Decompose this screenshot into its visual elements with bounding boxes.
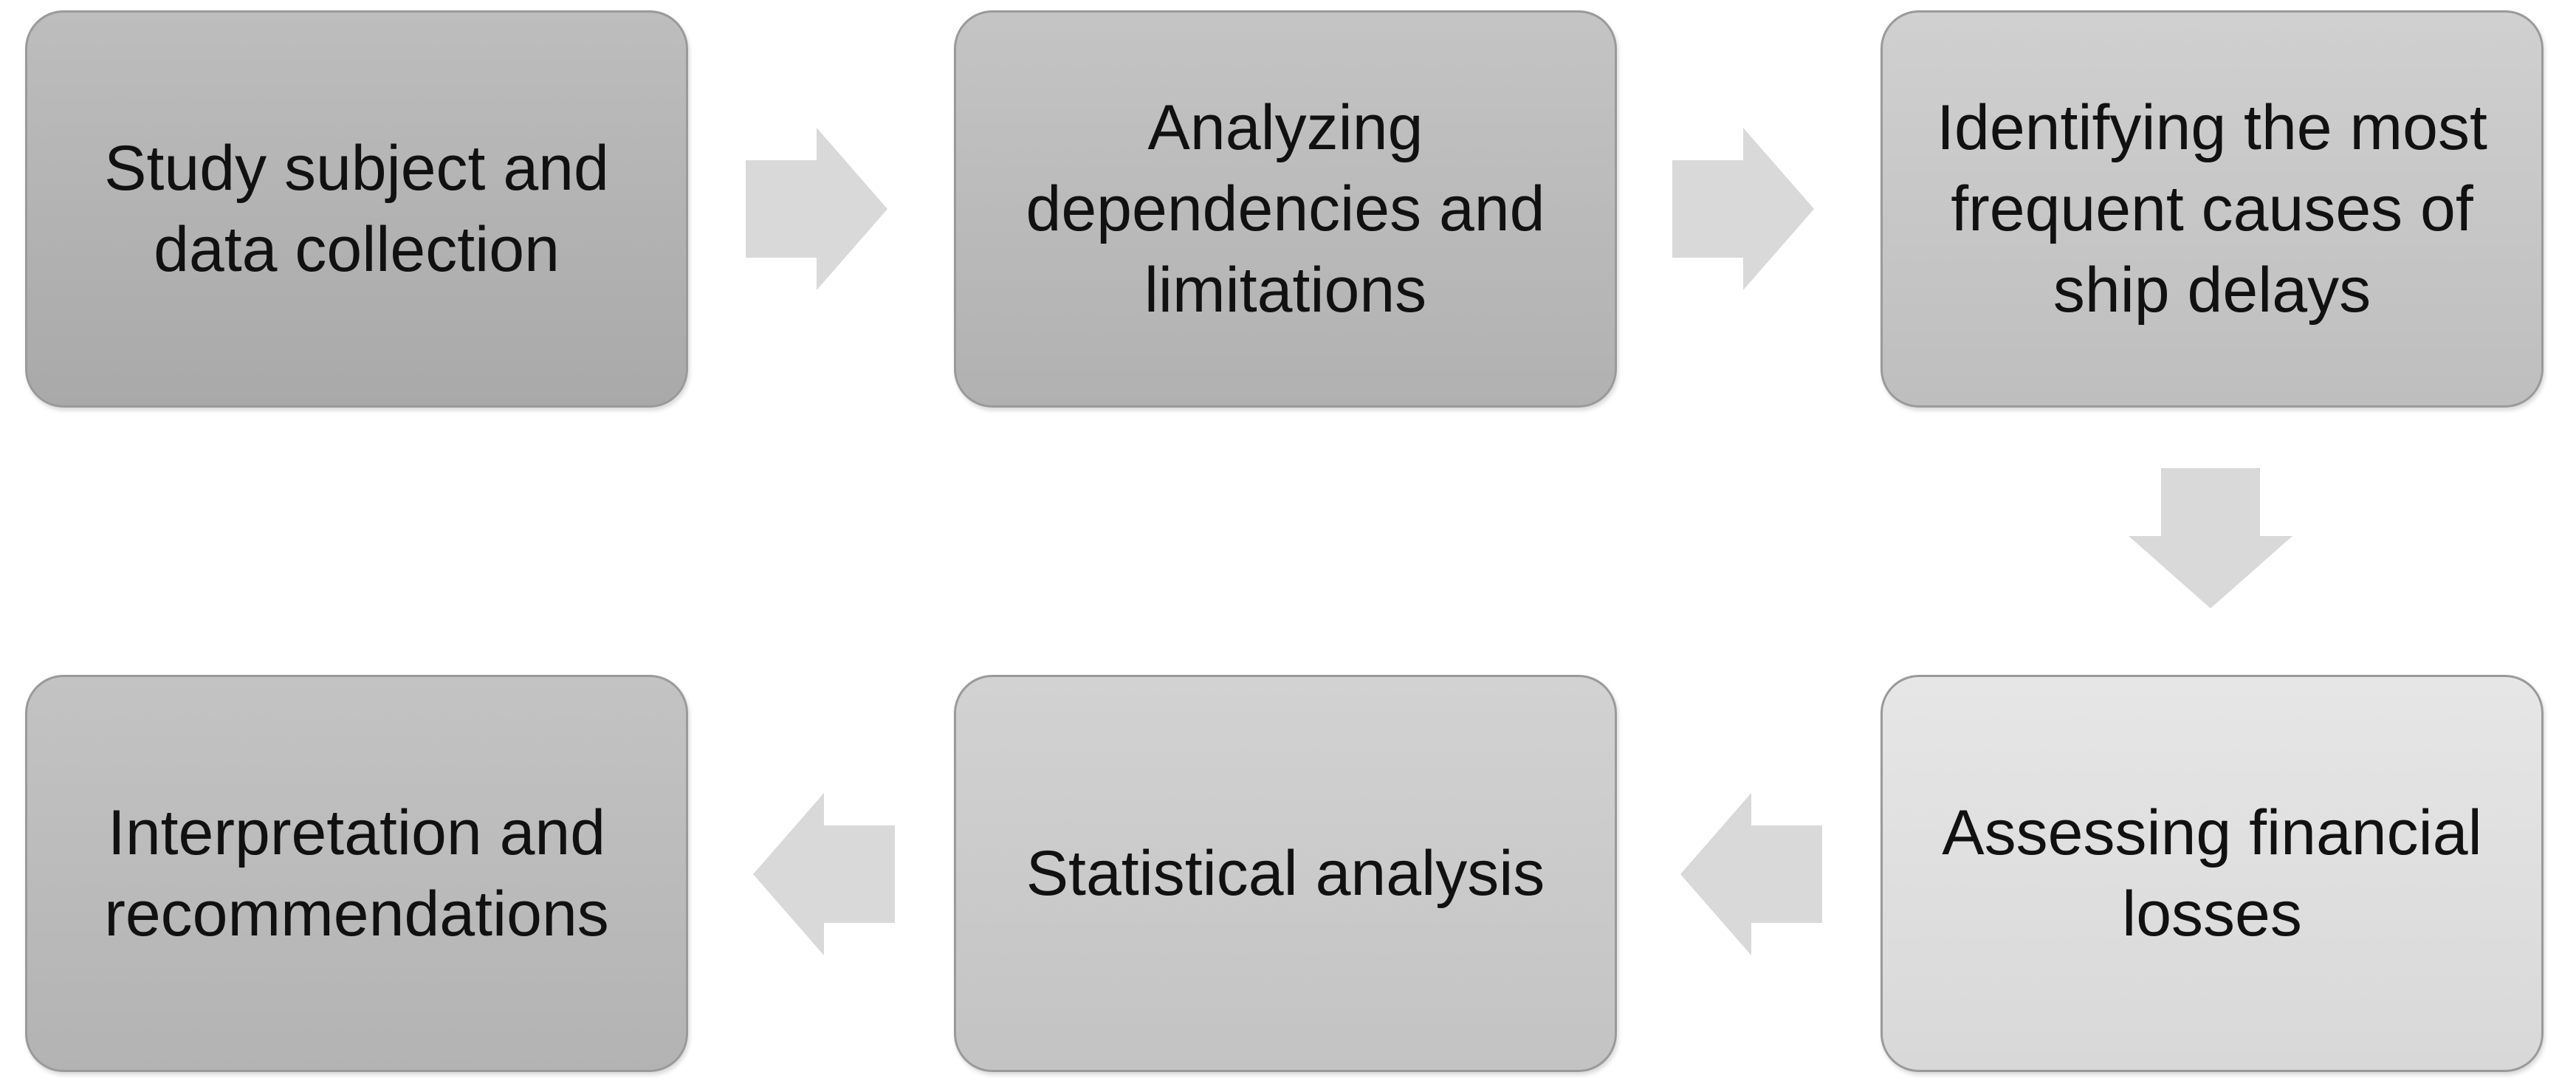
step-interpretation: Interpretation and recommendations — [25, 675, 688, 1072]
arrow-right-icon — [746, 128, 887, 290]
step-label: Analyzing dependencies and limitations — [1026, 92, 1545, 326]
arrow-right-icon — [1672, 128, 1814, 290]
step-analyzing-dependencies: Analyzing dependencies and limitations — [954, 10, 1617, 408]
step-label: Assessing financial losses — [1942, 797, 2482, 950]
arrow-left-icon — [753, 793, 895, 955]
arrow-left-icon — [1680, 793, 1822, 955]
step-label: Study subject and data collection — [104, 133, 609, 285]
step-assessing-losses: Assessing financial losses — [1881, 675, 2544, 1072]
arrow-down-icon — [2129, 468, 2292, 608]
step-statistical-analysis: Statistical analysis — [954, 675, 1617, 1072]
step-label: Interpretation and recommendations — [104, 797, 609, 950]
step-label: Statistical analysis — [1026, 838, 1545, 909]
step-identifying-causes: Identifying the most frequent causes of … — [1881, 10, 2544, 408]
step-study-subject: Study subject and data collection — [25, 10, 688, 408]
step-label: Identifying the most frequent causes of … — [1937, 92, 2487, 326]
